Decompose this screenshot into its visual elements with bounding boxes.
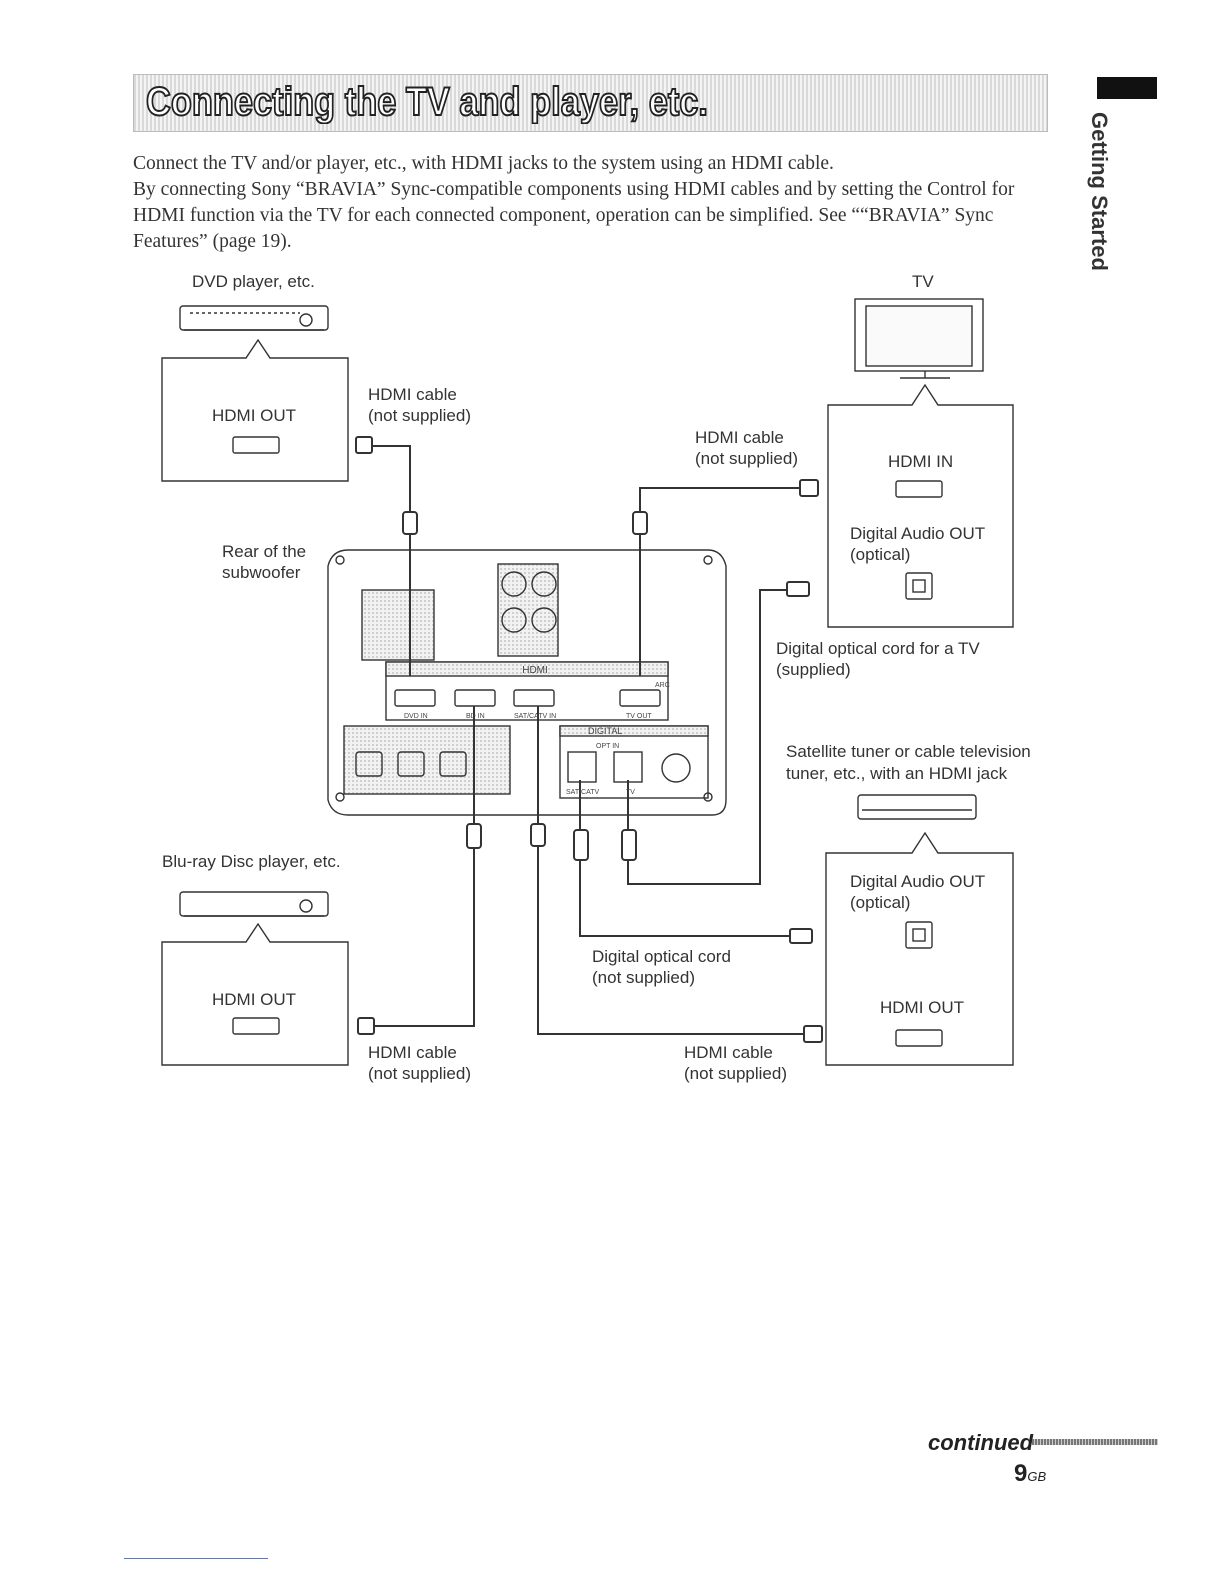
satellite-tuner-label-1: Satellite tuner or cable television [786,742,1031,761]
satellite-optical-jack-icon [905,921,933,949]
heading-banner [133,74,1048,132]
continued-rule [1032,1439,1158,1445]
panel-hdmi-label: HDMI [522,665,548,676]
subwoofer-rear-panel [327,549,727,816]
satellite-optical-cord-label: Digital optical cord [592,947,731,966]
tv-connection-box [827,383,1014,628]
panel-bd-in-label: BD IN [466,713,485,720]
dvd-hdmi-jack-icon [232,436,280,454]
satellite-tuner-icon [857,794,977,820]
dvd-hdmi-out-label: HDMI OUT [212,406,297,425]
bluray-player-icon [179,891,329,917]
hdmi-cable-dvd-note: (not supplied) [368,406,472,425]
rear-subwoofer-label-1: Rear of the [222,542,307,561]
bluray-hdmi-out-label: HDMI OUT [212,990,297,1009]
hdmi-cable-tv-note: (not supplied) [695,449,799,468]
tv-hdmi-in-label: HDMI IN [888,452,954,471]
tv-optical-cord-label: Digital optical cord for a TV [776,639,980,658]
bluray-hdmi-out-box [161,922,349,1066]
panel-dvd-in-label: DVD IN [404,713,428,720]
tv-label: TV [912,272,934,291]
dvd-hdmi-out-box [161,338,349,482]
panel-sat-label: SAT/CATV [566,789,600,796]
bluray-player-label: Blu-ray Disc player, etc. [162,852,341,871]
cables [355,436,823,1043]
satellite-hdmi-out-jack-icon [895,1029,943,1047]
hdmi-cable-tv-label: HDMI cable [695,428,784,447]
hdmi-cable-bluray-label: HDMI cable [368,1043,457,1062]
panel-tv-out-label: TV OUT [626,713,652,720]
satellite-audio-out-optical-label: (optical) [850,893,911,912]
dvd-player-icon [179,305,329,331]
page-number-suffix: GB [1027,1469,1047,1484]
hdmi-cable-dvd-label: HDMI cable [368,385,457,404]
panel-sat-in-label: SAT/CATV IN [514,713,556,720]
section-tab-label: Getting Started [1087,112,1112,271]
intro-line-1: Connect the TV and/or player, etc., with… [133,153,834,174]
hdmi-cable-satellite-label: HDMI cable [684,1043,773,1062]
footnote-rule [124,1558,268,1559]
section-tab-marker [1097,77,1157,99]
tv-icon [854,298,984,379]
tv-hdmi-in-jack-icon [895,480,943,498]
tv-optical-jack-icon [905,572,933,600]
dvd-player-label: DVD player, etc. [192,272,315,291]
satellite-hdmi-out-label: HDMI OUT [880,998,965,1017]
satellite-audio-out-label: Digital Audio OUT [850,872,986,891]
panel-digital-label: DIGITAL [588,726,622,736]
hdmi-cable-satellite-note: (not supplied) [684,1064,788,1083]
satellite-connection-box [825,831,1014,1066]
panel-arc-label: ARC [655,682,670,689]
intro-paragraph-2: By connecting Sony “BRAVIA” Sync-compati… [133,179,1015,252]
tv-audio-out-optical-label: (optical) [850,545,911,564]
panel-tv-label: TV [626,789,635,796]
continued-label: continued [928,1430,1034,1455]
bluray-hdmi-jack-icon [232,1017,280,1035]
satellite-optical-cord-note: (not supplied) [592,968,696,987]
hdmi-cable-bluray-note: (not supplied) [368,1064,472,1083]
panel-opt-in-label: OPT IN [596,743,619,750]
page-number-value: 9 [1014,1460,1028,1487]
satellite-tuner-label-2: tuner, etc., with an HDMI jack [786,764,1008,783]
rear-subwoofer-label-2: subwoofer [222,563,301,582]
tv-optical-cord-note: (supplied) [776,660,851,679]
tv-audio-out-label: Digital Audio OUT [850,524,986,543]
page-number: 9GB [1014,1460,1046,1488]
digital-jack-panel [559,725,709,799]
page-title: Connecting the TV and player, etc. [145,79,709,125]
